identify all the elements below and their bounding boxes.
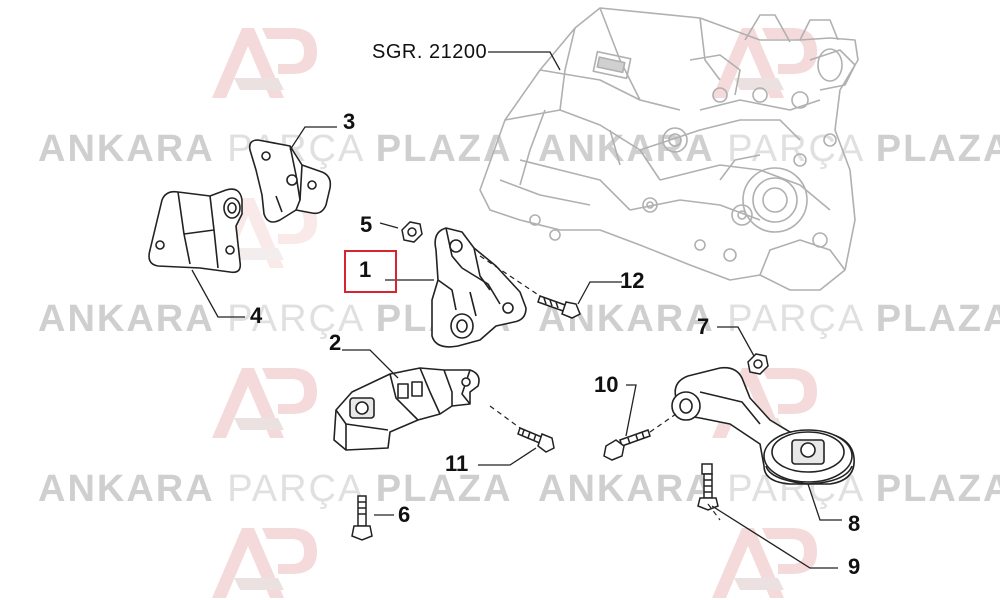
- part-12-bolt: [537, 295, 581, 319]
- callout-11: 11: [445, 451, 469, 476]
- callout-12: 12: [620, 268, 645, 293]
- callout-8: 8: [848, 511, 861, 536]
- callout-7: 7: [697, 314, 710, 339]
- callout-6: 6: [398, 502, 411, 527]
- part-1-mount-bracket: [431, 227, 527, 348]
- leader-lines: [191, 51, 842, 569]
- callout-10: 10: [594, 372, 619, 397]
- highlighted-part-box: [344, 250, 397, 293]
- callout-4: 4: [250, 303, 263, 328]
- gearbox-housing: [479, 7, 859, 291]
- part-7-nut: [747, 353, 769, 375]
- callout-9: 9: [848, 554, 861, 579]
- callout-1: 1: [359, 257, 372, 282]
- callout-2: 2: [329, 330, 342, 355]
- assembly-reference: SGR. 21200: [372, 41, 488, 63]
- part-6-bolt: [351, 495, 373, 541]
- part-3-bracket: [248, 139, 332, 223]
- part-5-nut: [401, 221, 423, 243]
- part-11-bolt: [517, 426, 555, 453]
- assembly-axis-lines: [479, 255, 721, 521]
- part-10-bolt: [603, 429, 651, 461]
- callout-3: 3: [343, 109, 356, 134]
- part-2-engine-mount: [333, 367, 480, 451]
- part-4-bracket: [148, 188, 243, 274]
- part-9-bolt: [697, 463, 719, 511]
- part-8-torque-rod: [671, 366, 855, 485]
- callout-5: 5: [360, 212, 373, 237]
